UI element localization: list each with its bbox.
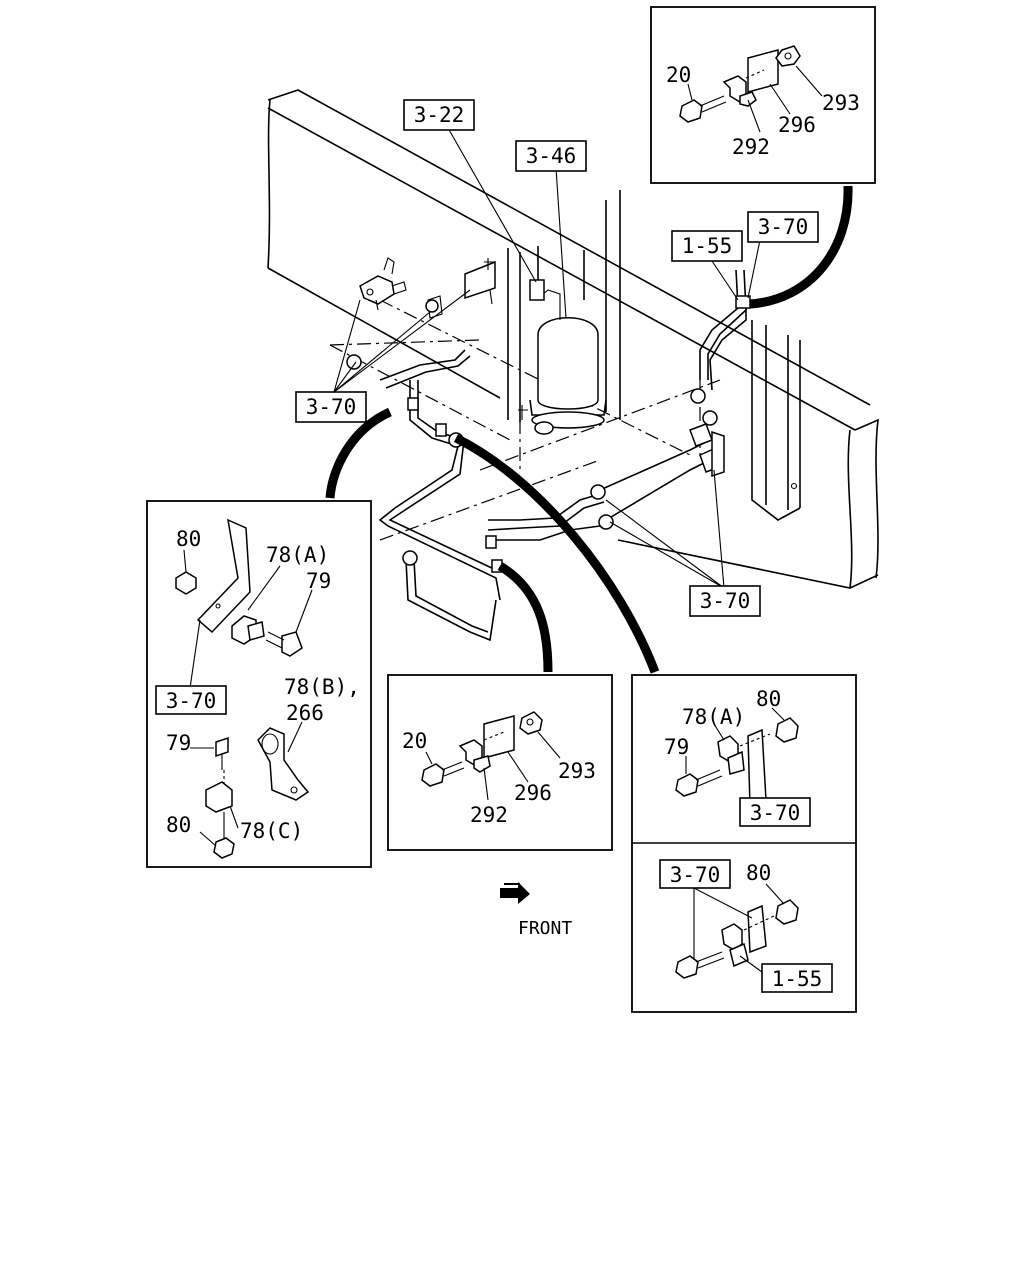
svg-text:296: 296 (778, 113, 816, 137)
ref-tag-1-55: 1-55 (671, 230, 743, 262)
callout-arcs (325, 185, 853, 674)
bracket-3-70 (196, 518, 251, 634)
ref-tag-3-70-top: 3-70 (747, 211, 819, 243)
main-leaders (333, 127, 761, 589)
svg-text:78(C): 78(C) (240, 819, 303, 843)
nut-293 (519, 711, 543, 735)
front-arrow-icon (500, 882, 530, 904)
nut-80-lower (775, 899, 799, 925)
inset-left: 3-70 80 78(A) 79 78(B), 266 79 80 78(C) (146, 500, 372, 868)
ref-tag-3-70-inset-right-top (739, 797, 811, 827)
right-bracket (751, 320, 801, 521)
svg-text:296: 296 (514, 781, 552, 805)
svg-text:1-55: 1-55 (772, 967, 823, 991)
ref-tag-3-22: 3-22 (403, 99, 475, 131)
inset-center: 20 293 296 292 (387, 674, 613, 851)
svg-text:293: 293 (822, 91, 860, 115)
svg-text:80: 80 (756, 687, 781, 711)
plate-3-70 (747, 728, 767, 808)
nut-80-bottom (213, 837, 235, 859)
svg-text:20: 20 (402, 729, 427, 753)
bolt-79-bottom (215, 736, 229, 758)
svg-text:80: 80 (176, 527, 201, 551)
bolt-79 (675, 773, 699, 797)
svg-text:79: 79 (166, 731, 191, 755)
svg-text:292: 292 (470, 803, 508, 827)
bolt-79-top (281, 631, 303, 657)
front-label: FRONT (518, 918, 572, 939)
clip-78b-266 (257, 727, 310, 801)
svg-text:3-46: 3-46 (526, 144, 577, 168)
svg-text:3-22: 3-22 (414, 103, 465, 127)
clamp-lower (721, 923, 743, 951)
inset-right: 3-70 78(A) 80 79 3-70 80 1-55 (631, 674, 857, 1013)
svg-text:79: 79 (664, 735, 689, 759)
svg-text:80: 80 (166, 813, 191, 837)
svg-text:78(A): 78(A) (682, 705, 745, 729)
ref-tag-3-70-inset-left (155, 685, 227, 715)
svg-text:3-70: 3-70 (750, 801, 801, 825)
svg-text:20: 20 (666, 63, 691, 87)
ref-tag-3-46: 3-46 (515, 140, 587, 172)
svg-text:266: 266 (286, 701, 324, 725)
svg-text:3-70: 3-70 (758, 215, 809, 239)
svg-text:80: 80 (746, 861, 771, 885)
air-dryer (518, 279, 607, 435)
ref-tag-1-55-inset (761, 963, 833, 993)
svg-text:79: 79 (306, 569, 331, 593)
nut-80 (775, 717, 799, 743)
svg-text:1-55: 1-55 (682, 234, 733, 258)
svg-text:78(A): 78(A) (266, 543, 329, 567)
bolt-20 (421, 763, 445, 787)
mounting-bracket-left (427, 258, 496, 319)
svg-text:293: 293 (558, 759, 596, 783)
fittings (346, 295, 751, 573)
svg-text:78(B),: 78(B), (284, 675, 360, 699)
ref-tag-3-70-right: 3-70 (689, 585, 761, 617)
inset-top-right: 20 293 296 292 (650, 6, 876, 184)
clamp-78c (205, 781, 233, 813)
tee-fitting (359, 257, 407, 311)
svg-text:3-70: 3-70 (670, 863, 721, 887)
plate-296 (483, 715, 515, 759)
bolt-lower (675, 955, 699, 979)
cross-member (507, 190, 621, 422)
svg-text:3-70: 3-70 (166, 689, 217, 713)
frame-rail (267, 89, 879, 589)
svg-text:3-70: 3-70 (700, 589, 751, 613)
ref-tag-3-70-left: 3-70 (295, 391, 367, 423)
front-indicator: FRONT (500, 882, 572, 939)
svg-text:292: 292 (732, 135, 770, 159)
nut-293 (775, 45, 801, 67)
svg-text:3-70: 3-70 (306, 395, 357, 419)
ref-tag-3-70-inset-right-bottom (659, 859, 731, 889)
bolt-20 (679, 99, 703, 123)
plate-3-70-lower (747, 904, 767, 954)
